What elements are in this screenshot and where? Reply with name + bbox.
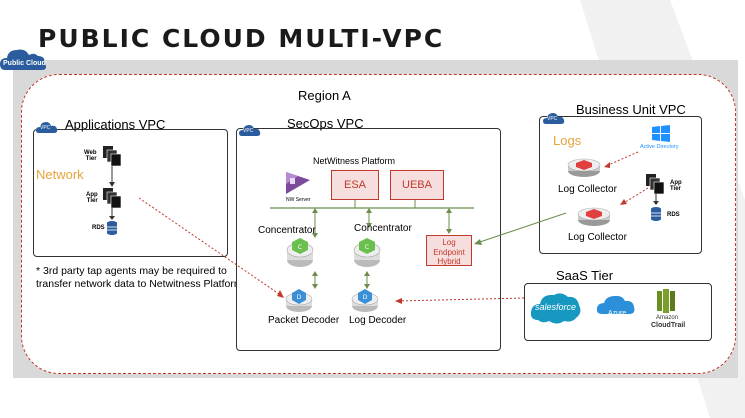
saas-tier-title: SaaS Tier <box>556 268 614 283</box>
connector-arrow <box>446 208 452 234</box>
vpc-cloud-icon <box>543 113 565 124</box>
nw-server-icon <box>286 172 310 194</box>
applications-vpc-title: Applications VPC <box>65 117 166 132</box>
vpc-tag-label: VPC <box>547 116 558 122</box>
svg-text:D: D <box>363 294 368 301</box>
concentrator-icon: C <box>353 238 381 267</box>
nw-server-label: NW Server <box>286 197 311 203</box>
connector-arrow <box>312 271 318 289</box>
log-collector-label-2: Log Collector <box>568 232 627 243</box>
rds-label: RDS <box>92 225 105 231</box>
bu-app-tier-label: App Tier <box>670 180 682 192</box>
salesforce-logo-icon <box>530 293 581 324</box>
region-label: Region A <box>298 88 351 103</box>
connector-arrow <box>312 208 318 238</box>
database-icon <box>107 221 117 235</box>
log-decoder-label: Log Decoder <box>349 315 407 326</box>
azure-label: Azure <box>608 310 627 317</box>
amazon-label: Amazon <box>656 315 679 321</box>
log-flow-arrows <box>604 151 649 205</box>
ueba-box: UEBA <box>390 170 444 200</box>
cloudtrail-label: CloudTrail <box>651 322 686 329</box>
page-title: PUBLIC CLOUD MULTI-VPC <box>38 24 445 53</box>
down-arrow-icon <box>653 194 659 205</box>
connector-arrow <box>364 271 370 289</box>
business-unit-vpc-box <box>539 116 702 254</box>
packet-decoder-icon: D <box>285 289 313 312</box>
app-server-icon <box>646 174 665 195</box>
public-cloud-icon <box>0 49 46 70</box>
public-cloud-label: Public Cloud <box>3 60 46 67</box>
packet-decoder-label: Packet Decoder <box>268 315 340 326</box>
log-collector-label-1: Log Collector <box>558 184 617 195</box>
svg-text:D: D <box>297 294 302 301</box>
concentrator-label-2: Concentrator <box>354 223 412 234</box>
esa-box: ESA <box>331 170 379 200</box>
svg-text:C: C <box>365 244 369 251</box>
vpc-cloud-icon <box>239 125 261 136</box>
azure-cloud-icon <box>596 295 635 314</box>
log-collector-icon <box>577 207 611 226</box>
app-tier-label: App Tier <box>86 192 98 204</box>
log-endpoint-hybrid-box: Log Endpoint Hybrid <box>426 235 472 266</box>
cloudtrail-icon <box>657 289 675 313</box>
concentrator-icon: C <box>286 238 314 267</box>
svg-text:C: C <box>298 244 302 251</box>
down-arrow-icon <box>109 166 115 187</box>
platform-bus-line <box>270 200 474 209</box>
down-arrow-icon <box>109 207 115 220</box>
bu-rds-label: RDS <box>667 212 680 218</box>
tap-agent-note: * 3rd party tap agents may be required t… <box>36 265 246 290</box>
applications-vpc-box <box>33 129 228 257</box>
web-tier-label: Web Tier <box>84 150 97 162</box>
logs-label: Logs <box>553 133 582 148</box>
vpc-cloud-icon <box>36 122 58 133</box>
vpc-tag-label: VPC <box>243 128 254 134</box>
vpc-tag-label: VPC <box>40 125 51 131</box>
database-icon <box>651 207 661 221</box>
windows-logo-icon <box>652 125 670 142</box>
web-server-icon <box>103 146 122 167</box>
business-unit-vpc-title: Business Unit VPC <box>576 102 686 117</box>
log-collector-icon <box>567 158 601 177</box>
secops-vpc-title: SecOps VPC <box>287 116 364 131</box>
salesforce-label: salesforce <box>535 302 577 312</box>
network-label: Network <box>36 167 84 182</box>
netwitness-platform-label: NetWitness Platform <box>313 156 396 166</box>
concentrator-label-1: Concentrator <box>258 225 316 236</box>
connector-arrow <box>366 208 372 228</box>
app-server-icon <box>103 188 122 209</box>
active-directory-label: Active Directory <box>640 144 679 150</box>
log-decoder-icon: D <box>351 289 379 312</box>
